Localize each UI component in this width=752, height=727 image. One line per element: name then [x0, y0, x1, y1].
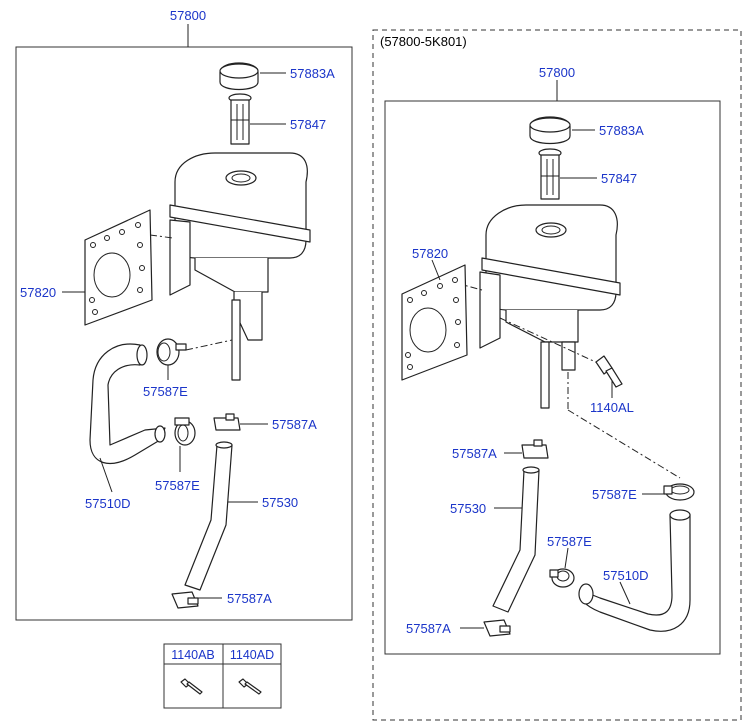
left-hose-clamp-57587A — [213, 413, 241, 431]
left-mounting-bracket — [84, 209, 153, 326]
right-label-57883A[interactable]: 57883A — [599, 123, 644, 138]
right-hose-clamp-right — [663, 483, 695, 501]
bolt-table: 1140AB 1140AD — [163, 643, 282, 709]
right-straight-hose — [492, 466, 540, 613]
left-label-57820[interactable]: 57820 — [20, 285, 56, 300]
bolt-table-header-2[interactable]: 1140AD — [230, 648, 274, 662]
left-hose-clamp-bottom — [171, 591, 199, 609]
right-hose-clamp-mid — [549, 568, 575, 588]
left-assembly-frame — [15, 46, 353, 621]
right-label-57510D[interactable]: 57510D — [603, 568, 649, 583]
right-strainer-filter — [538, 148, 562, 200]
right-reservoir-cap — [529, 116, 571, 145]
right-hose-clamp-top — [521, 439, 549, 459]
right-curved-hose — [578, 509, 691, 632]
right-label-57587A-bottom[interactable]: 57587A — [406, 621, 451, 636]
right-bolt-1140AL — [595, 355, 623, 388]
right-variant-title[interactable]: (57800-5K801) — [380, 34, 467, 49]
left-label-57800[interactable]: 57800 — [170, 8, 206, 23]
left-label-57883A[interactable]: 57883A — [290, 66, 335, 81]
left-label-57510D[interactable]: 57510D — [85, 496, 131, 511]
left-strainer-filter — [228, 93, 252, 145]
left-hose-clamp-top — [156, 338, 187, 366]
right-assembly-frame — [384, 100, 721, 655]
bolt-icon — [238, 678, 262, 695]
right-reservoir-tank — [479, 204, 621, 409]
right-label-57800[interactable]: 57800 — [539, 65, 575, 80]
right-label-1140AL[interactable]: 1140AL — [590, 400, 634, 415]
bolt-table-header-1[interactable]: 1140AB — [171, 648, 215, 662]
left-assembly: 57800 57883A 57847 — [15, 8, 353, 621]
left-label-57587A-mid[interactable]: 57587A — [272, 417, 317, 432]
variant-dashed-frame — [372, 29, 742, 721]
left-reservoir-cap — [219, 62, 259, 91]
left-label-57587A-bottom[interactable]: 57587A — [227, 591, 272, 606]
left-label-57587E-top[interactable]: 57587E — [143, 384, 188, 399]
right-label-57587A-top[interactable]: 57587A — [452, 446, 497, 461]
left-straight-hose — [184, 441, 233, 591]
right-hose-clamp-bottom — [483, 619, 511, 637]
left-label-57530[interactable]: 57530 — [262, 495, 298, 510]
left-reservoir-tank — [169, 152, 311, 381]
right-label-57530[interactable]: 57530 — [450, 501, 486, 516]
left-curved-hose — [89, 343, 166, 464]
left-label-57587E-mid[interactable]: 57587E — [155, 478, 200, 493]
left-hose-clamp-mid — [174, 417, 196, 446]
right-assembly: (57800-5K801) 57800 57883A 57847 — [372, 29, 742, 721]
left-label-57847[interactable]: 57847 — [290, 117, 326, 132]
bolt-icon — [180, 678, 203, 695]
right-label-57820[interactable]: 57820 — [412, 246, 448, 261]
right-label-57587E-mid[interactable]: 57587E — [547, 534, 592, 549]
right-label-57587E-right[interactable]: 57587E — [592, 487, 637, 502]
right-label-57847[interactable]: 57847 — [601, 171, 637, 186]
right-mounting-bracket — [401, 264, 468, 381]
